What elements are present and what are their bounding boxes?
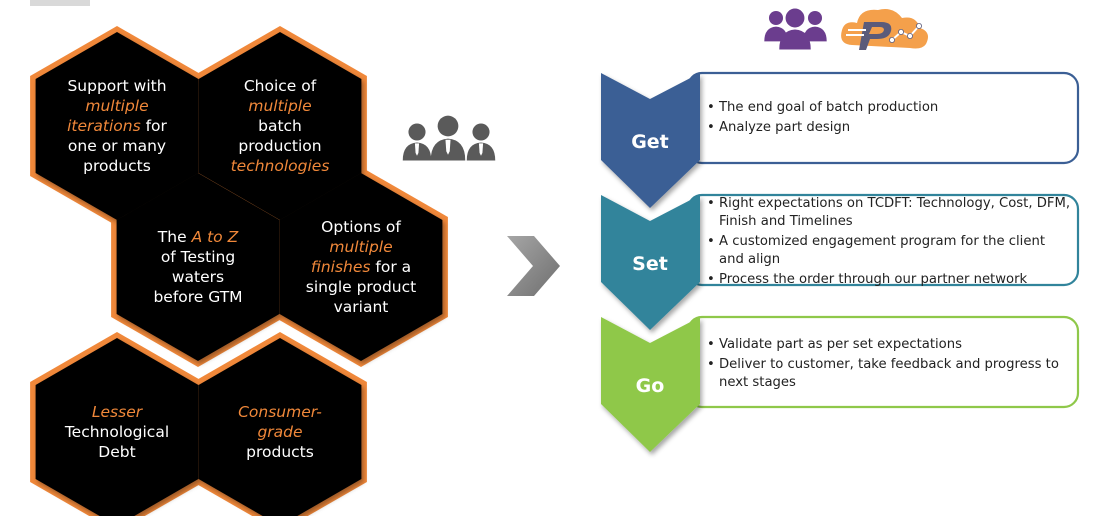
hexagon-a-to-z xyxy=(116,173,280,361)
bullet-item: Validate part as per set expectations xyxy=(707,336,1071,354)
hexagon-technologies xyxy=(198,32,362,220)
hexagon-text-consumer-grade: Consumer-grade products xyxy=(210,402,350,462)
hexagon-finishes xyxy=(279,173,443,361)
hexagon-cluster xyxy=(30,26,448,516)
hexagon-text-fragment: The xyxy=(157,228,192,246)
hexagon-text-fragment: Choice of xyxy=(243,77,317,95)
hexagon-text-fragment: Options of xyxy=(321,218,401,236)
stage-go-label: Go xyxy=(635,375,665,397)
hexagon-text-fragment: variant xyxy=(333,298,389,316)
hexagon-text-fragment: multiple xyxy=(248,97,312,115)
hexagon-text-fragment: Technological xyxy=(64,423,170,441)
hexagon-text-fragment: technologies xyxy=(230,157,330,175)
stage-get-chevron xyxy=(601,73,700,208)
hexagon-text-fragment: finishes xyxy=(310,258,371,276)
stage-get-bullets: The end goal of batch productionAnalyze … xyxy=(707,99,1071,139)
hexagon-text-fragment: Support with xyxy=(67,77,167,95)
bullet-item: Analyze part design xyxy=(707,119,1071,137)
bullet-item: Right expectations on TCDFT: Technology,… xyxy=(707,195,1071,231)
hexagon-text-fragment: Consumer- xyxy=(238,403,322,421)
hexagon-consumer-grade xyxy=(198,338,362,516)
hexagon-text-fragment: for xyxy=(140,117,167,135)
hexagon-text-fragment: products xyxy=(83,157,151,175)
hexagon-text-fragment: A to Z xyxy=(191,228,239,246)
hexagon-text-fragment: waters xyxy=(171,268,225,286)
hexagon-text-fragment: single product xyxy=(305,278,417,296)
stage-get xyxy=(601,71,1080,208)
cloud-logo-icon xyxy=(841,9,928,50)
stage-get-label: Get xyxy=(631,131,669,153)
stage-set-label: Set xyxy=(632,253,668,275)
hexagon-text-fragment: grade xyxy=(257,423,303,441)
hexagon-iterations xyxy=(35,32,199,220)
hexagon-text-fragment: multiple xyxy=(329,238,393,256)
hexagon-text-a-to-z: The A to Z of Testing waters before GTM xyxy=(128,227,268,307)
chevron-right-icon xyxy=(507,236,560,296)
hexagon-technological-debt xyxy=(35,338,199,516)
stage-go-chevron xyxy=(601,317,700,452)
bullet-item: Deliver to customer, take feedback and p… xyxy=(707,356,1071,392)
hexagon-text-finishes: Options of multiple finishes for a single p… xyxy=(291,217,431,317)
people-group-icon xyxy=(402,115,496,161)
hexagon-text-fragment: Debt xyxy=(98,443,136,461)
hexagon-text-fragment: products xyxy=(246,443,314,461)
hexagon-text-fragment: multiple xyxy=(85,97,149,115)
hexagon-text-fragment: of Testing xyxy=(160,248,236,266)
stage-go-bullets: Validate part as per set expectationsDel… xyxy=(707,336,1071,394)
people-group-icon xyxy=(764,8,827,50)
stage-set-chevron xyxy=(601,195,700,330)
bullet-item: The end goal of batch production xyxy=(707,99,1071,117)
bullet-item: Process the order through our partner ne… xyxy=(707,271,1071,289)
top-decor-bar xyxy=(30,0,90,6)
hexagon-text-fragment: before GTM xyxy=(153,288,243,306)
hexagon-text-fragment: production xyxy=(238,137,322,155)
hexagon-text-fragment: one or many xyxy=(67,137,167,155)
stage-set-bullets: Right expectations on TCDFT: Technology,… xyxy=(707,195,1071,291)
hexagon-text-fragment: Lesser xyxy=(91,403,143,421)
hexagon-text-fragment: batch xyxy=(258,117,302,135)
hexagon-text-fragment: for a xyxy=(370,258,412,276)
bullet-item: A customized engagement program for the … xyxy=(707,233,1071,269)
hexagon-text-iterations: Support with multiple iterations for one or… xyxy=(47,76,187,176)
hexagon-text-technologies: Choice of multiple batch production technolo… xyxy=(210,76,350,176)
hexagon-text-fragment: iterations xyxy=(67,117,141,135)
